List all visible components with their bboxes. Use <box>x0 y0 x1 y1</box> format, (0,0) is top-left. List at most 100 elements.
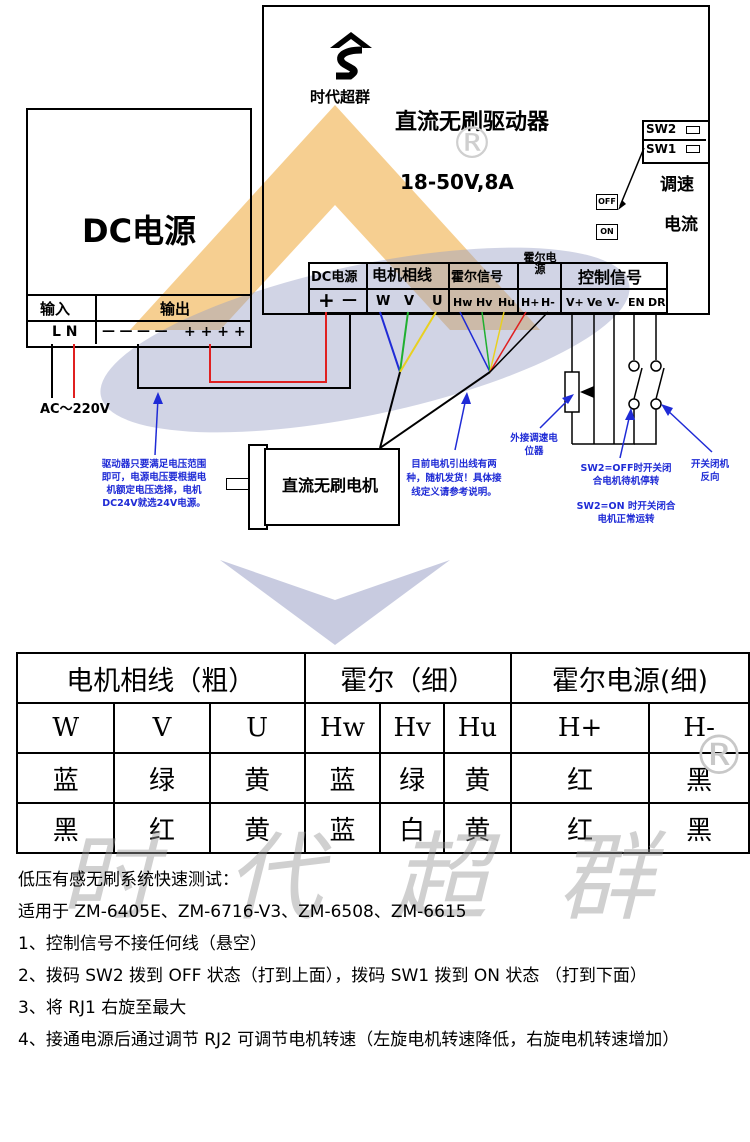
terminal-sep <box>448 262 450 312</box>
pin-h-plus: H+ <box>521 296 540 309</box>
psu-output-label: 输出 <box>160 300 191 318</box>
table-cell: 黄 <box>442 752 512 804</box>
table-col-header: W <box>15 702 116 754</box>
table-cell: 蓝 <box>15 752 116 804</box>
psu-output-plus: + + + + <box>184 324 246 340</box>
instructions-step-4: 4、接通电源后通过调节 RJ2 可调节电机转速（左旋电机转速降低，右旋电机转速增… <box>18 1030 680 1050</box>
brand-name: 时代超群 <box>310 88 371 106</box>
speed-adjust-label: 调速 <box>660 175 694 195</box>
sw2-off-note: SW2=OFF时开关闭合电机待机停转 <box>580 463 672 487</box>
motor-shaft <box>226 478 250 490</box>
sw1-label: SW1 <box>646 142 677 156</box>
instructions-step-2: 2、拨码 SW2 拨到 OFF 状态（打到上面），拨码 SW1 拨到 ON 状态… <box>18 966 647 986</box>
motor-label: 直流无刷电机 <box>282 476 379 495</box>
psu-input-pins: L N <box>52 324 78 340</box>
psu-divider <box>26 294 250 296</box>
pin-ve: Ve <box>587 296 603 309</box>
table-cell: 绿 <box>379 752 445 804</box>
terminal-hall-label: 霍尔信号 <box>451 270 504 285</box>
pot-note: 外接调速电位器 <box>510 433 558 457</box>
pin-w: W <box>376 294 391 309</box>
driver-spec: 18-50V,8A <box>400 170 514 194</box>
off-indicator: OFF <box>596 194 618 210</box>
table-cell: 蓝 <box>303 802 382 854</box>
table-cell: 蓝 <box>303 752 382 804</box>
terminal-sep <box>560 262 562 312</box>
instructions-models: 适用于 ZM-6405E、ZM-6716-V3、ZM-6508、ZM-6615 <box>18 902 467 922</box>
pin-v-plus: V+ <box>566 296 584 309</box>
registered-mark: ® <box>450 118 494 169</box>
table-cell: 黄 <box>442 802 512 854</box>
sw2-on-note: SW2=ON 时开关闭合电机正常运转 <box>576 501 676 525</box>
table-group-hall: 霍尔（细） <box>303 652 512 704</box>
pin-v-minus: V- <box>607 296 620 309</box>
brand-watermark: 时代超群 <box>60 822 724 934</box>
motor-body <box>264 448 400 526</box>
table-col-header: U <box>208 702 306 754</box>
wire-color-table: 电机相线（粗） 霍尔（细） 霍尔电源(细) W V U Hw Hv Hu H+ … <box>15 652 750 854</box>
psu-divider-2 <box>26 320 250 322</box>
table-registered-mark: ® <box>692 724 746 787</box>
terminal-control-label: 控制信号 <box>578 268 643 287</box>
terminal-pin-bar <box>308 288 668 290</box>
pin-v: V <box>404 294 415 309</box>
table-cell: 黑 <box>648 752 750 804</box>
table-cell: 绿 <box>113 752 211 804</box>
instructions-title: 低压有感无刷系统快速测试： <box>18 870 239 890</box>
pin-en: EN <box>628 296 645 309</box>
sw2-switch[interactable] <box>686 126 700 134</box>
current-adjust-label: 电流 <box>664 215 698 235</box>
table-cell: 黑 <box>15 802 116 854</box>
terminal-sep <box>308 262 310 312</box>
table-col-header: Hv <box>379 702 445 754</box>
sw1-switch[interactable] <box>686 145 700 153</box>
psu-divider-v <box>95 294 97 344</box>
table-group-phase: 电机相线（粗） <box>16 652 306 704</box>
switch-pointer-lines <box>618 147 645 210</box>
table-col-header: V <box>113 702 211 754</box>
psu-input-label: 输入 <box>40 300 71 318</box>
psu-note: 驱动器只要满足电压范围即可，电源电压要根据电机额定电压选择，电机DC24V就选2… <box>101 459 207 509</box>
driver-box <box>262 5 710 315</box>
terminal-sep <box>517 262 519 312</box>
table-col-header: H+ <box>509 702 651 754</box>
brand-logo-icon <box>330 32 372 80</box>
wire-note: 目前电机引出线有两种，随机发货！具体接线定义请参考说明。 <box>406 459 502 498</box>
watermark-logo-shape <box>100 105 630 645</box>
table-col-header: Hu <box>442 702 512 754</box>
instructions-step-3: 3、将 RJ1 右旋至最大 <box>18 998 187 1018</box>
table-col-header: Hw <box>303 702 382 754</box>
table-cell: 黄 <box>208 752 306 804</box>
on-indicator: ON <box>596 224 618 240</box>
terminal-sep <box>366 262 368 312</box>
table-cell: 红 <box>113 802 211 854</box>
reverse-note: 开关闭机反向 <box>690 459 729 483</box>
pin-u: U <box>432 294 443 309</box>
sw2-label: SW2 <box>646 122 677 136</box>
pin-dr: DR <box>648 296 666 309</box>
dip-divider <box>644 139 706 141</box>
dip-switch-block <box>642 120 708 164</box>
instructions-step-1: 1、控制信号不接任何线（悬空） <box>18 934 267 954</box>
terminal-dc-label: DC电源 <box>311 270 358 285</box>
pin-h-minus: H- <box>541 296 555 309</box>
table-col-header: H- <box>648 702 750 754</box>
ac-input-label: AC～220V <box>40 402 110 417</box>
table-cell: 红 <box>509 802 651 854</box>
pin-hu: Hu <box>498 296 516 309</box>
terminal-bottom-bar <box>308 312 668 314</box>
table-group-hall-power: 霍尔电源(细) <box>509 652 750 704</box>
table-cell: 红 <box>509 752 651 804</box>
pin-hv: Hv <box>476 296 493 309</box>
pin-dc-minus: — <box>342 290 357 308</box>
pin-hw: Hw <box>453 296 473 309</box>
pin-dc-plus: + <box>318 288 335 312</box>
driver-title: 直流无刷驱动器 <box>395 110 550 135</box>
terminal-header-bar <box>308 262 668 264</box>
table-cell: 黄 <box>208 802 306 854</box>
terminal-phase-label: 电机相线 <box>372 266 433 284</box>
psu-title: DC电源 <box>82 212 197 250</box>
wiring-diagram <box>51 311 713 459</box>
table-cell: 白 <box>379 802 445 854</box>
psu-output-minus: — — — — <box>102 324 168 339</box>
